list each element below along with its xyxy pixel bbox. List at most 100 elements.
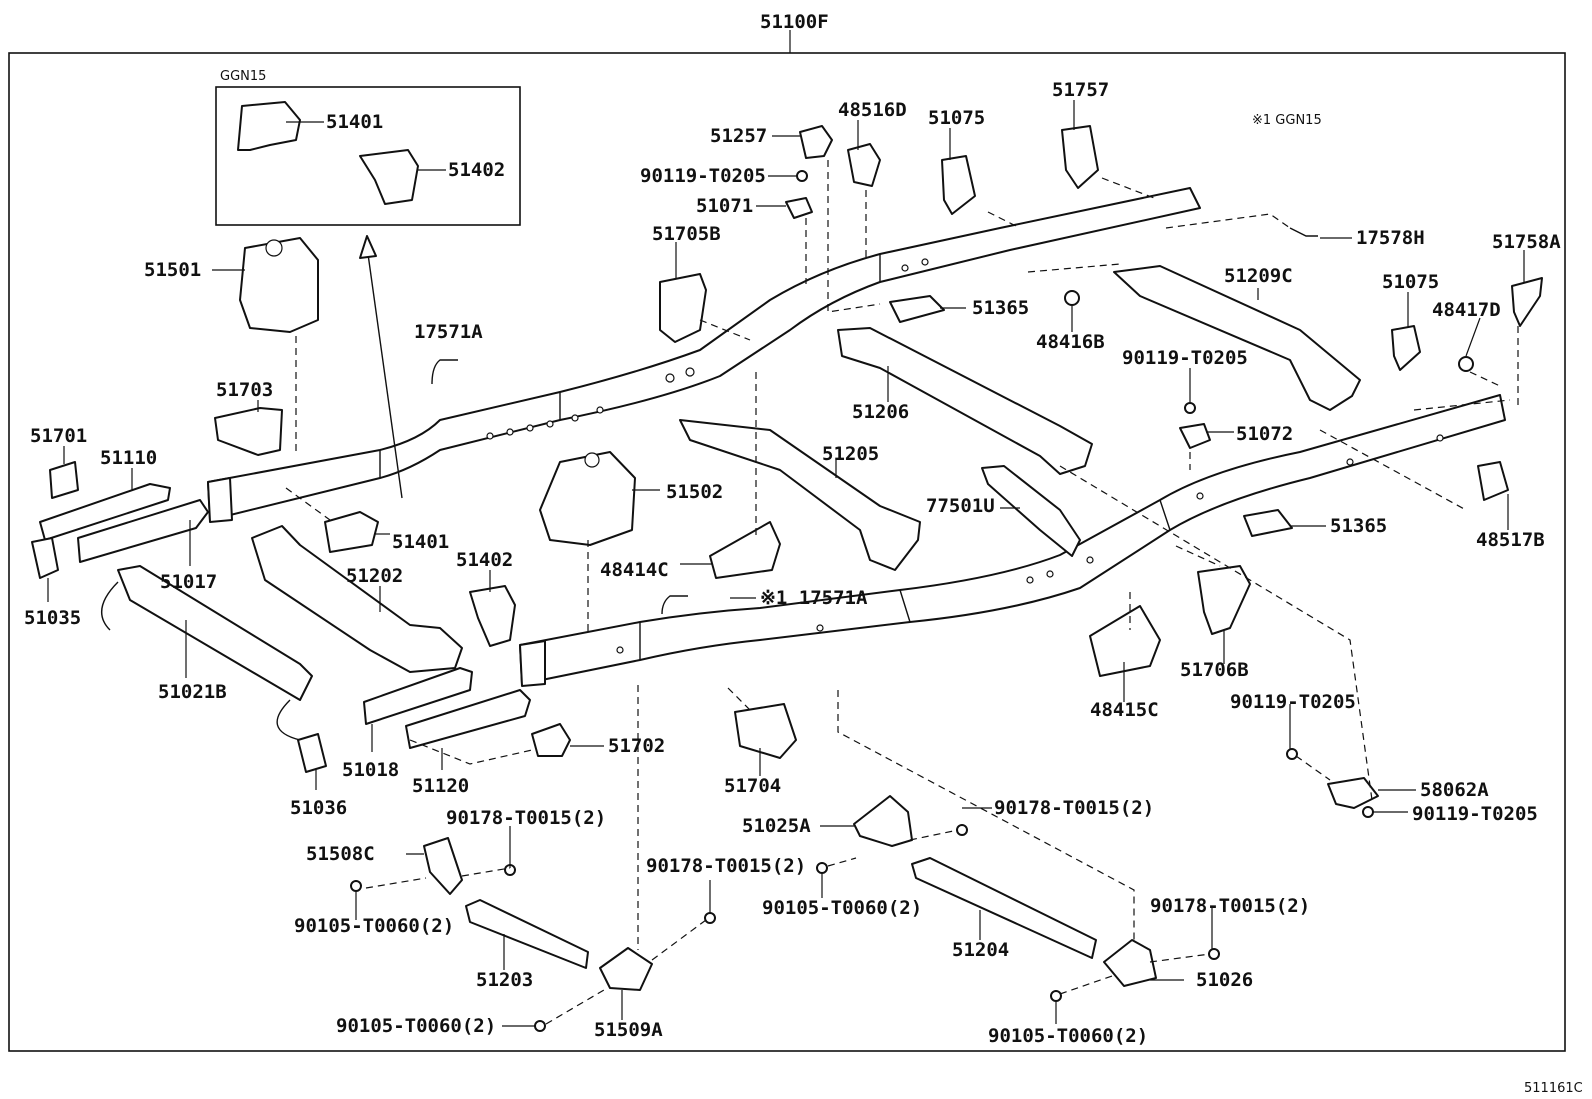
part-51026-shape xyxy=(1103,939,1157,987)
label-assembly: 51100F xyxy=(760,11,829,33)
part-51758a-shape xyxy=(1511,277,1543,327)
label-51502: 51502 xyxy=(666,481,723,503)
part-51025a-shape xyxy=(853,795,913,847)
label-51365-lower: 51365 xyxy=(1330,515,1387,537)
label-51120: 51120 xyxy=(412,775,469,797)
label-51026: 51026 xyxy=(1196,969,1253,991)
part-51257-shape xyxy=(799,125,833,159)
label-51509a: 51509A xyxy=(594,1019,663,1041)
labels: 51100F GGN15 ※1 GGN15 511161C 51401 5140… xyxy=(24,11,1583,1096)
label-48414c: 48414C xyxy=(600,559,669,581)
part-17578h-shape xyxy=(1289,227,1318,237)
part-51401-shape xyxy=(324,511,379,553)
label-51401-inset: 51401 xyxy=(326,111,383,133)
part-51502-shape xyxy=(539,451,636,546)
label-51021b: 51021B xyxy=(158,681,227,703)
part-51205-shape xyxy=(679,419,921,571)
label-51758a: 51758A xyxy=(1492,231,1561,253)
part-51021b-shape xyxy=(117,565,313,701)
part-51402-inset-shape xyxy=(359,149,419,205)
label-51202: 51202 xyxy=(346,565,403,587)
dashed-guides xyxy=(285,160,1519,1025)
part-51021b-tow-hooks xyxy=(101,581,301,741)
label-51075-left: 51075 xyxy=(928,107,985,129)
part-51365-upper-shape xyxy=(889,295,945,323)
label-51402: 51402 xyxy=(456,549,513,571)
part-51209c-shape xyxy=(1113,265,1361,411)
label-51702: 51702 xyxy=(608,735,665,757)
label-90105-t0060-c: 90105-T0060(2) xyxy=(762,897,922,919)
label-51365-upper: 51365 xyxy=(972,297,1029,319)
part-58062a-shape xyxy=(1327,777,1379,809)
part-51701-shape xyxy=(49,461,79,499)
ggn15-inset-box xyxy=(215,86,521,226)
label-51401: 51401 xyxy=(392,531,449,553)
part-48415c-shape xyxy=(1089,605,1161,677)
label-90178-t0015-b: 90178-T0015(2) xyxy=(646,855,806,877)
part-51203-shape xyxy=(465,899,589,969)
label-48417d: 48417D xyxy=(1432,299,1501,321)
part-51402-shape xyxy=(469,585,516,647)
part-51365-lower-shape xyxy=(1243,509,1293,537)
bolt-90119-t0205-lower xyxy=(1362,806,1374,818)
label-90178-t0015-c: 90178-T0015(2) xyxy=(994,797,1154,819)
label-51036: 51036 xyxy=(290,797,347,819)
leader-lines xyxy=(47,100,1525,1027)
label-51075-right: 51075 xyxy=(1382,271,1439,293)
part-51502-hole xyxy=(584,452,600,468)
label-90119-t0205-right: 90119-T0205 xyxy=(1122,347,1248,369)
label-51402-inset: 51402 xyxy=(448,159,505,181)
part-51704-shape xyxy=(734,703,797,759)
label-90119-t0205-top: 90119-T0205 xyxy=(640,165,766,187)
part-51071-shape xyxy=(785,197,813,219)
label-90119-t0205-bottom: 90119-T0205 xyxy=(1412,803,1538,825)
part-51509a-shape xyxy=(599,947,653,991)
label-51757: 51757 xyxy=(1052,79,1109,101)
part-51757-shape xyxy=(1061,125,1099,189)
label-51203: 51203 xyxy=(476,969,533,991)
part-48416b-shape xyxy=(1064,290,1080,306)
part-51036-shape xyxy=(297,733,327,773)
part-48417d-shape xyxy=(1458,356,1474,372)
label-51701: 51701 xyxy=(30,425,87,447)
part-51501-hole xyxy=(265,239,283,257)
ggn15-arrow xyxy=(367,253,403,499)
part-51035-shape xyxy=(31,537,59,579)
label-48415c: 48415C xyxy=(1090,699,1159,721)
label-51072: 51072 xyxy=(1236,423,1293,445)
part-51706b-shape xyxy=(1197,565,1251,635)
part-51075-right-shape xyxy=(1391,325,1421,371)
part-51508c-shape xyxy=(423,837,463,895)
label-note-ggn15: ※1 GGN15 xyxy=(1252,113,1322,128)
label-90105-t0060-d: 90105-T0060(2) xyxy=(988,1025,1148,1047)
label-48517b: 48517B xyxy=(1476,529,1545,551)
label-17571a-upper: 17571A xyxy=(414,321,483,343)
part-51204-shape xyxy=(911,857,1097,959)
frame-rail-rear-right xyxy=(519,394,1506,685)
frame-rail-rear-left xyxy=(207,187,1201,521)
part-48517b-shape xyxy=(1477,461,1509,501)
part-51202-shape xyxy=(251,525,463,673)
part-51401-inset-shape xyxy=(237,101,301,151)
bolt-90119-t0205-upper xyxy=(1184,402,1196,414)
label-51704: 51704 xyxy=(724,775,781,797)
label-51018: 51018 xyxy=(342,759,399,781)
part-51072-shape xyxy=(1179,423,1211,449)
label-51705b: 51705B xyxy=(652,223,721,245)
part-51206-shape xyxy=(837,327,1093,475)
rail-end-cap-left xyxy=(207,477,233,523)
label-51110: 51110 xyxy=(100,447,157,469)
label-51508c: 51508C xyxy=(306,843,375,865)
bolt-90119-t0205-middle xyxy=(1286,748,1298,760)
label-51206: 51206 xyxy=(852,401,909,423)
label-ggn15: GGN15 xyxy=(220,69,266,84)
label-58062a: 58062A xyxy=(1420,779,1489,801)
part-51702-shape xyxy=(531,723,571,757)
label-77501u: 77501U xyxy=(926,495,995,517)
part-17571a-upper-shape xyxy=(431,359,458,385)
label-51025a: 51025A xyxy=(742,815,811,837)
part-77501u-shape xyxy=(981,465,1081,557)
label-17571a-lower: ※1 17571A xyxy=(760,587,868,609)
label-51205: 51205 xyxy=(822,443,879,465)
